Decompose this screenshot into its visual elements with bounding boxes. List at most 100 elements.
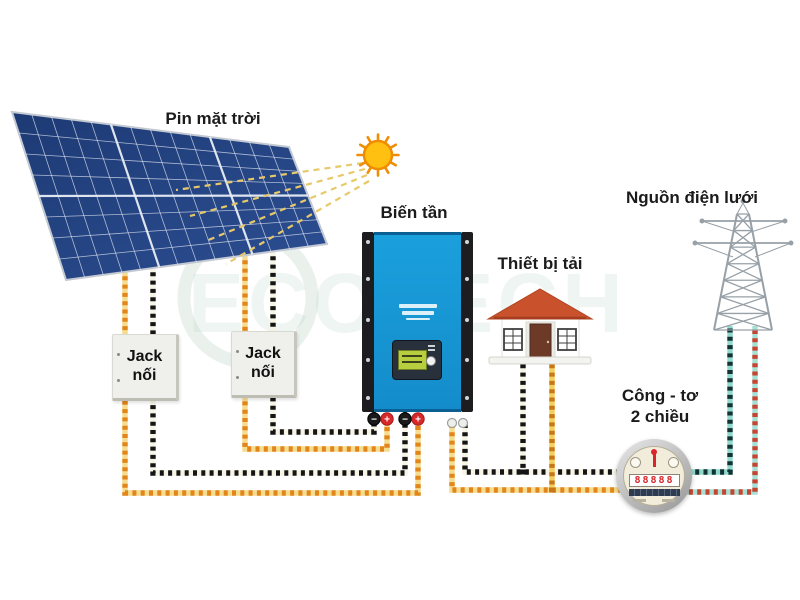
tower-insulator xyxy=(788,240,794,246)
screw-icon xyxy=(465,318,469,322)
jack-box-right: Jack nối xyxy=(231,331,297,398)
meter-dial xyxy=(668,457,679,468)
screw-icon xyxy=(465,277,469,281)
sun-spike xyxy=(390,161,398,167)
jack-screw xyxy=(236,350,239,353)
meter-needle-dot xyxy=(651,449,657,455)
tower-crossarm-brace xyxy=(754,242,792,258)
dc-terminal-positive xyxy=(411,412,425,426)
tower-insulator xyxy=(740,198,746,204)
ac-terminal xyxy=(446,417,458,429)
sun-rays xyxy=(175,161,370,265)
terminal-symbol: + xyxy=(384,415,390,426)
ac-terminal xyxy=(457,417,469,429)
inverter-body xyxy=(374,232,461,412)
tower-brace xyxy=(736,213,753,232)
solar-panel-label: Pin mặt trời xyxy=(165,109,261,128)
lcd-screen xyxy=(398,350,427,370)
display-marking xyxy=(428,349,435,351)
tower-crossarm-brace xyxy=(750,220,786,233)
tower-insulator xyxy=(699,218,705,224)
brand-text-line xyxy=(398,304,437,308)
jack-left-label-line2: nối xyxy=(132,366,157,384)
tower-brace xyxy=(720,296,769,315)
meter-unit: 88888 xyxy=(616,439,692,513)
lcd-text-line xyxy=(402,355,422,357)
tower-lattice xyxy=(713,213,773,331)
panel-grid-line xyxy=(45,207,313,218)
transmission-tower-illustration xyxy=(692,198,794,331)
display-button xyxy=(426,356,436,366)
sun-spike xyxy=(358,143,366,149)
wire-ac-line xyxy=(449,424,648,493)
tower-brace xyxy=(720,279,763,298)
tower-brace xyxy=(733,213,750,232)
sun-disc xyxy=(362,139,394,171)
sun-icon xyxy=(356,133,400,177)
inverter-unit xyxy=(362,232,473,412)
tower-leg-left xyxy=(713,213,738,331)
dc-terminal-negative xyxy=(367,412,381,426)
tower-brace xyxy=(723,263,760,281)
grid-source-label: Nguồn điện lưới xyxy=(625,188,759,207)
meter-label-line1: Công - tơ xyxy=(621,386,699,405)
sun-spike xyxy=(384,135,390,143)
panel-grid-line xyxy=(52,219,318,239)
tower-crossarm-brace xyxy=(694,242,734,258)
wire-ac-neutral xyxy=(462,424,645,475)
jack-screw xyxy=(117,353,120,356)
jack-screw xyxy=(236,376,239,379)
screw-icon xyxy=(465,396,469,400)
tower-crossarm-brace xyxy=(701,220,737,233)
house-door-knob xyxy=(546,340,550,344)
house-base xyxy=(488,356,592,365)
jack-left-label-line1: Jack xyxy=(126,348,163,366)
terminal-symbol: − xyxy=(371,415,377,426)
meter-marking xyxy=(633,499,646,502)
load-label: Thiết bị tải xyxy=(497,254,583,273)
inverter-label: Biến tần xyxy=(380,203,448,222)
sun-spike xyxy=(366,135,372,143)
panel-grid-line xyxy=(38,194,309,198)
sun-spike xyxy=(358,161,366,167)
tower-brace xyxy=(733,230,756,248)
tower-brace xyxy=(717,296,766,315)
tower-brace xyxy=(717,312,773,331)
meter-face: 88888 xyxy=(623,446,685,506)
tower-insulator xyxy=(692,240,698,246)
meter-label-line2: 2 chiều xyxy=(630,407,690,427)
solar-panel-illustration xyxy=(10,110,329,282)
panel-grid-line xyxy=(18,132,294,160)
wire-junction-line xyxy=(549,487,555,493)
terminal-symbol: + xyxy=(415,415,421,426)
tower-insulator xyxy=(782,218,788,224)
tower-brace xyxy=(723,279,766,298)
sun-spike xyxy=(366,167,372,175)
house-window-right xyxy=(557,328,577,351)
wire-junction-neutral xyxy=(520,469,526,475)
meter-nameplate-band xyxy=(629,489,680,496)
sun-spikes xyxy=(356,133,400,177)
inverter-heatsink-left xyxy=(362,232,374,412)
inverter-heatsink-right xyxy=(461,232,473,412)
tower-brace xyxy=(726,263,763,281)
dc-terminal-positive xyxy=(380,412,394,426)
jack-right-label-line2: nối xyxy=(251,363,275,381)
panel-grid-line xyxy=(25,153,299,172)
jack-box-left: Jack nối xyxy=(112,334,179,401)
meter-register: 88888 xyxy=(629,474,680,487)
meter-label: Công - tơ 2 chiều xyxy=(598,385,722,428)
house-illustration xyxy=(486,288,594,365)
tower-brace xyxy=(726,246,756,265)
meter-needle xyxy=(653,452,656,467)
jack-right-label-line1: Jack xyxy=(245,345,281,363)
screw-icon xyxy=(465,240,469,244)
brand-text-line xyxy=(401,311,434,315)
sun-spike xyxy=(390,143,398,149)
wire-grid-line xyxy=(664,326,758,495)
panel-grid-line xyxy=(59,231,323,260)
tower-brace xyxy=(713,312,769,331)
tower-brace xyxy=(730,246,760,265)
panel-grid-line xyxy=(32,174,304,184)
